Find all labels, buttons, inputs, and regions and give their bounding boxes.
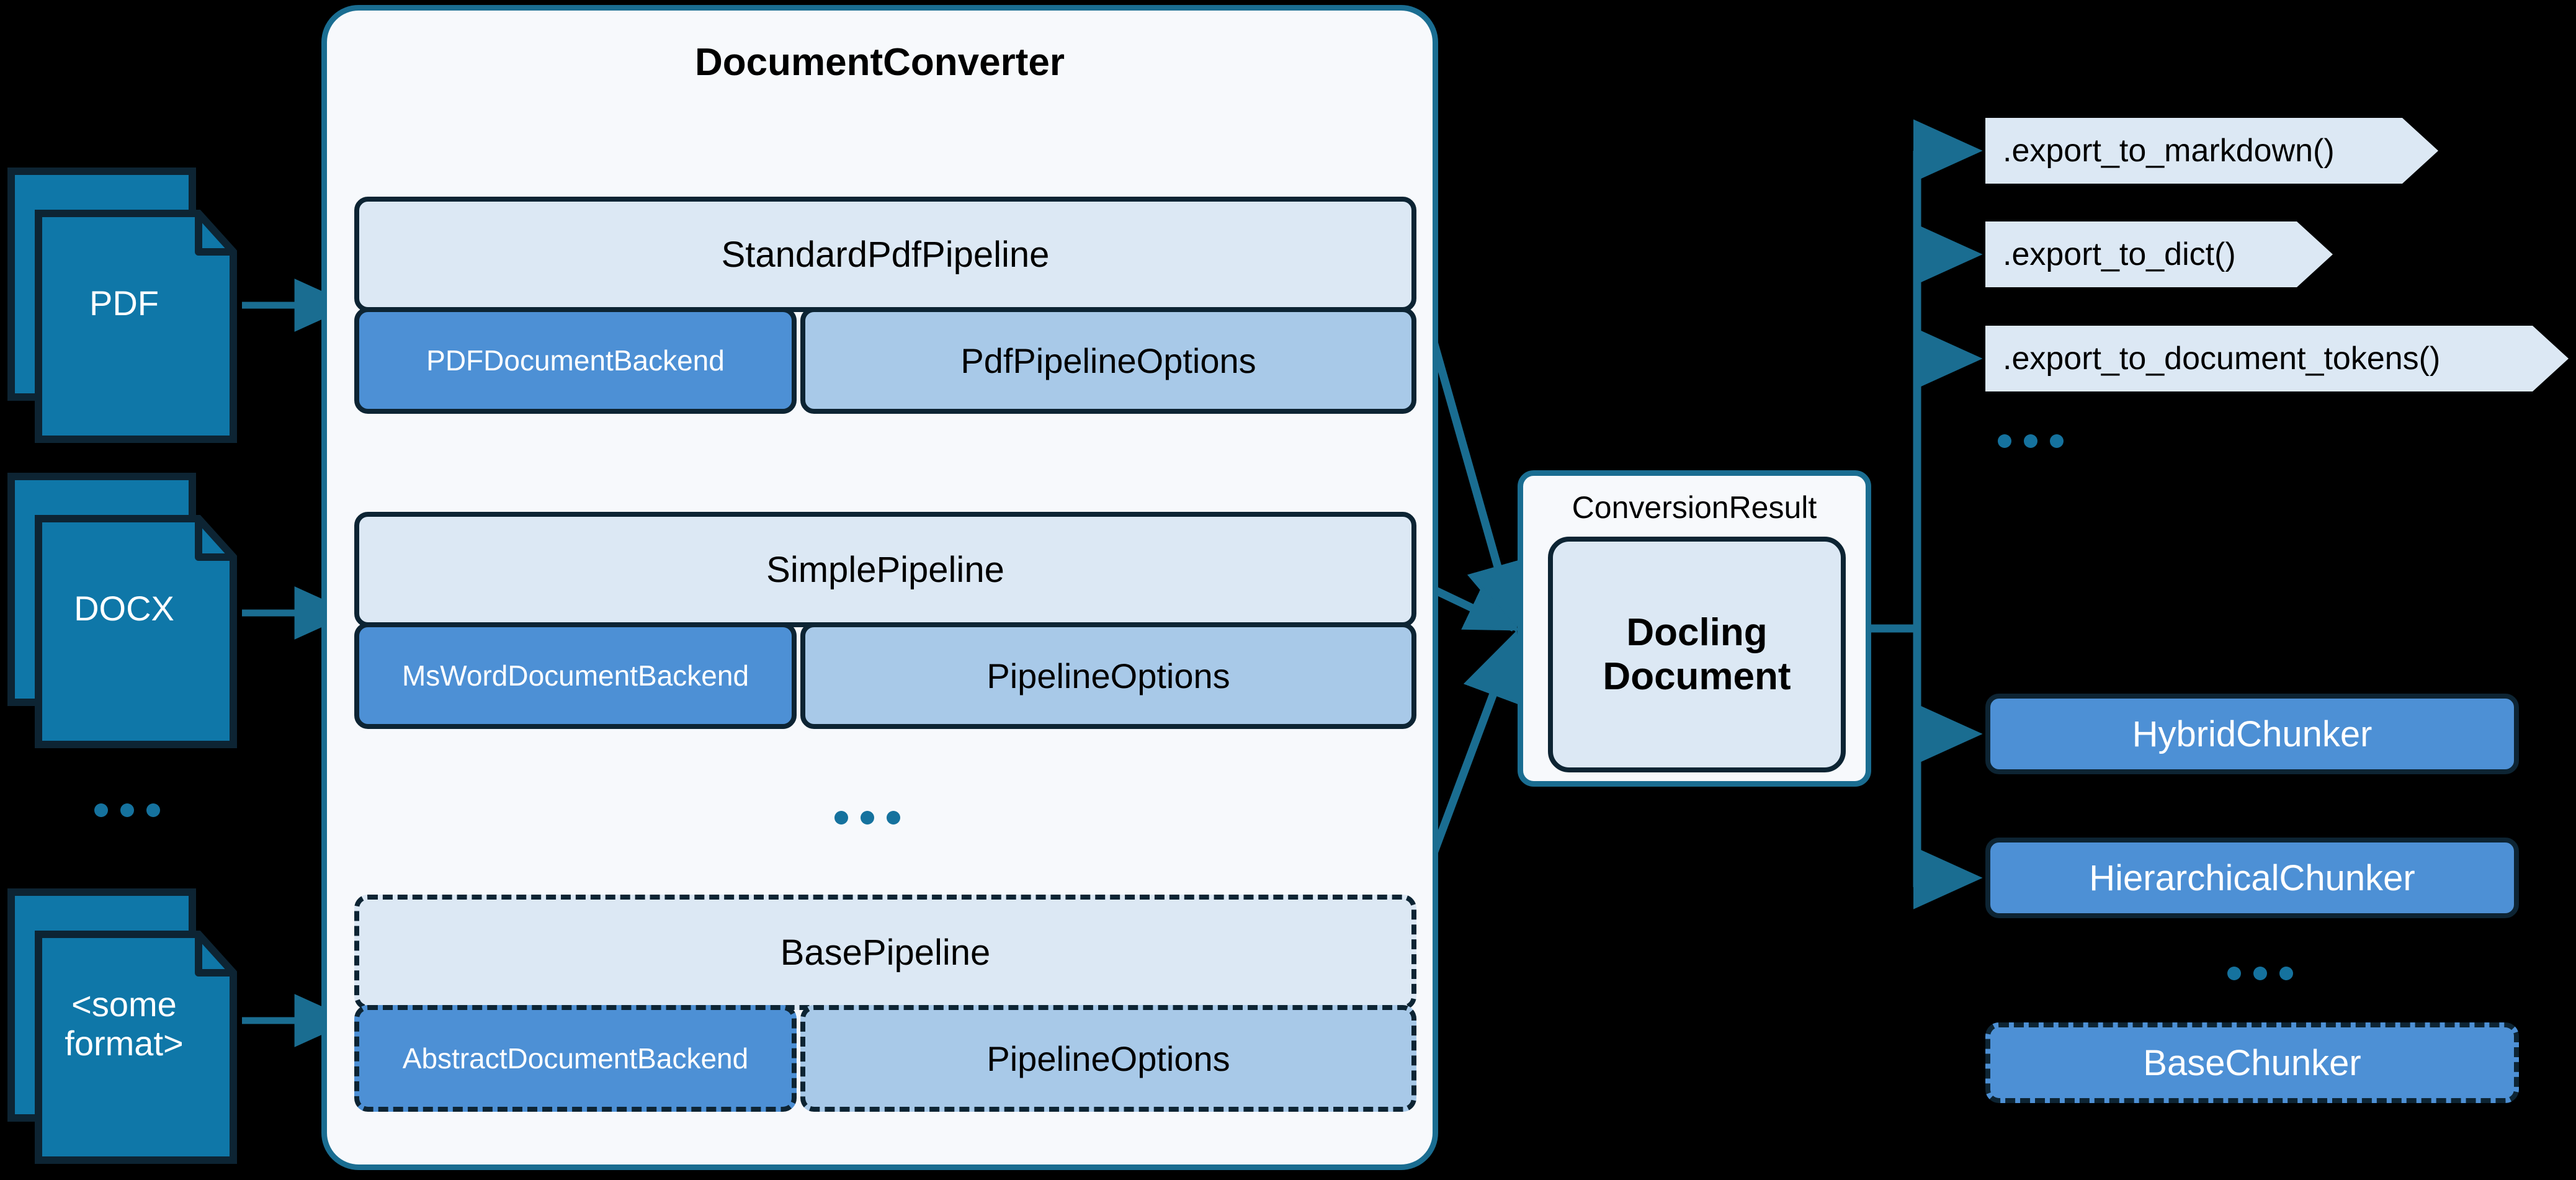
document-converter-panel: DocumentConverter StandardPdfPipeline PD… [321,5,1438,1170]
pipeline-name: BasePipeline [354,895,1416,1010]
input-icon-docx[interactable]: DOCX [6,472,242,751]
input-icon-pdf[interactable]: PDF [6,166,242,445]
export-label: .export_to_markdown() [2003,133,2335,169]
pipeline-ellipsis [834,811,900,825]
chunker-label: HierarchicalChunker [2089,857,2415,898]
chunkers-ellipsis [2227,967,2293,980]
pipeline-backend: PDFDocumentBackend [354,307,797,414]
pipeline-simple[interactable]: SimplePipeline MsWordDocumentBackend Pip… [354,512,1416,729]
chunker-label: BaseChunker [2143,1042,2361,1083]
input-icon-label: DOCX [74,589,174,628]
input-icon-label: <some format> [65,985,184,1063]
pipeline-backend: AbstractDocumentBackend [354,1005,797,1112]
pipeline-options: PdfPipelineOptions [800,307,1416,414]
pipeline-name: SimplePipeline [354,512,1416,627]
chunker-base[interactable]: BaseChunker [1985,1022,2519,1103]
exports-ellipsis [1998,434,2064,448]
pipeline-options: PipelineOptions [800,622,1416,729]
input-icon-label: PDF [89,284,159,323]
export-chevron-document-tokens[interactable]: .export_to_document_tokens() [1985,326,2569,391]
export-label: .export_to_document_tokens() [2003,341,2441,377]
input-ellipsis [94,803,160,817]
export-chevron-markdown[interactable]: .export_to_markdown() [1985,118,2438,184]
result-to-outputs-connectors [1871,119,1983,910]
conversion-result-title: ConversionResult [1572,490,1817,525]
pipeline-base[interactable]: BasePipeline AbstractDocumentBackend Pip… [354,895,1416,1112]
pipeline-backend: MsWordDocumentBackend [354,622,797,729]
conversion-result-panel: ConversionResult Docling Document [1518,470,1871,787]
pipeline-standard-pdf[interactable]: StandardPdfPipeline PDFDocumentBackend P… [354,197,1416,414]
input-icon-some-format[interactable]: <some format> [6,887,242,1166]
chunker-hierarchical[interactable]: HierarchicalChunker [1985,838,2519,918]
pipeline-name: StandardPdfPipeline [354,197,1416,312]
export-chevron-dict[interactable]: .export_to_dict() [1985,221,2333,287]
chunker-hybrid[interactable]: HybridChunker [1985,694,2519,774]
docling-document-box[interactable]: Docling Document [1548,537,1846,772]
pipeline-options: PipelineOptions [800,1005,1416,1112]
chunker-label: HybridChunker [2132,713,2373,754]
export-label: .export_to_dict() [2003,236,2236,272]
page-title: DocumentConverter [695,41,1065,84]
